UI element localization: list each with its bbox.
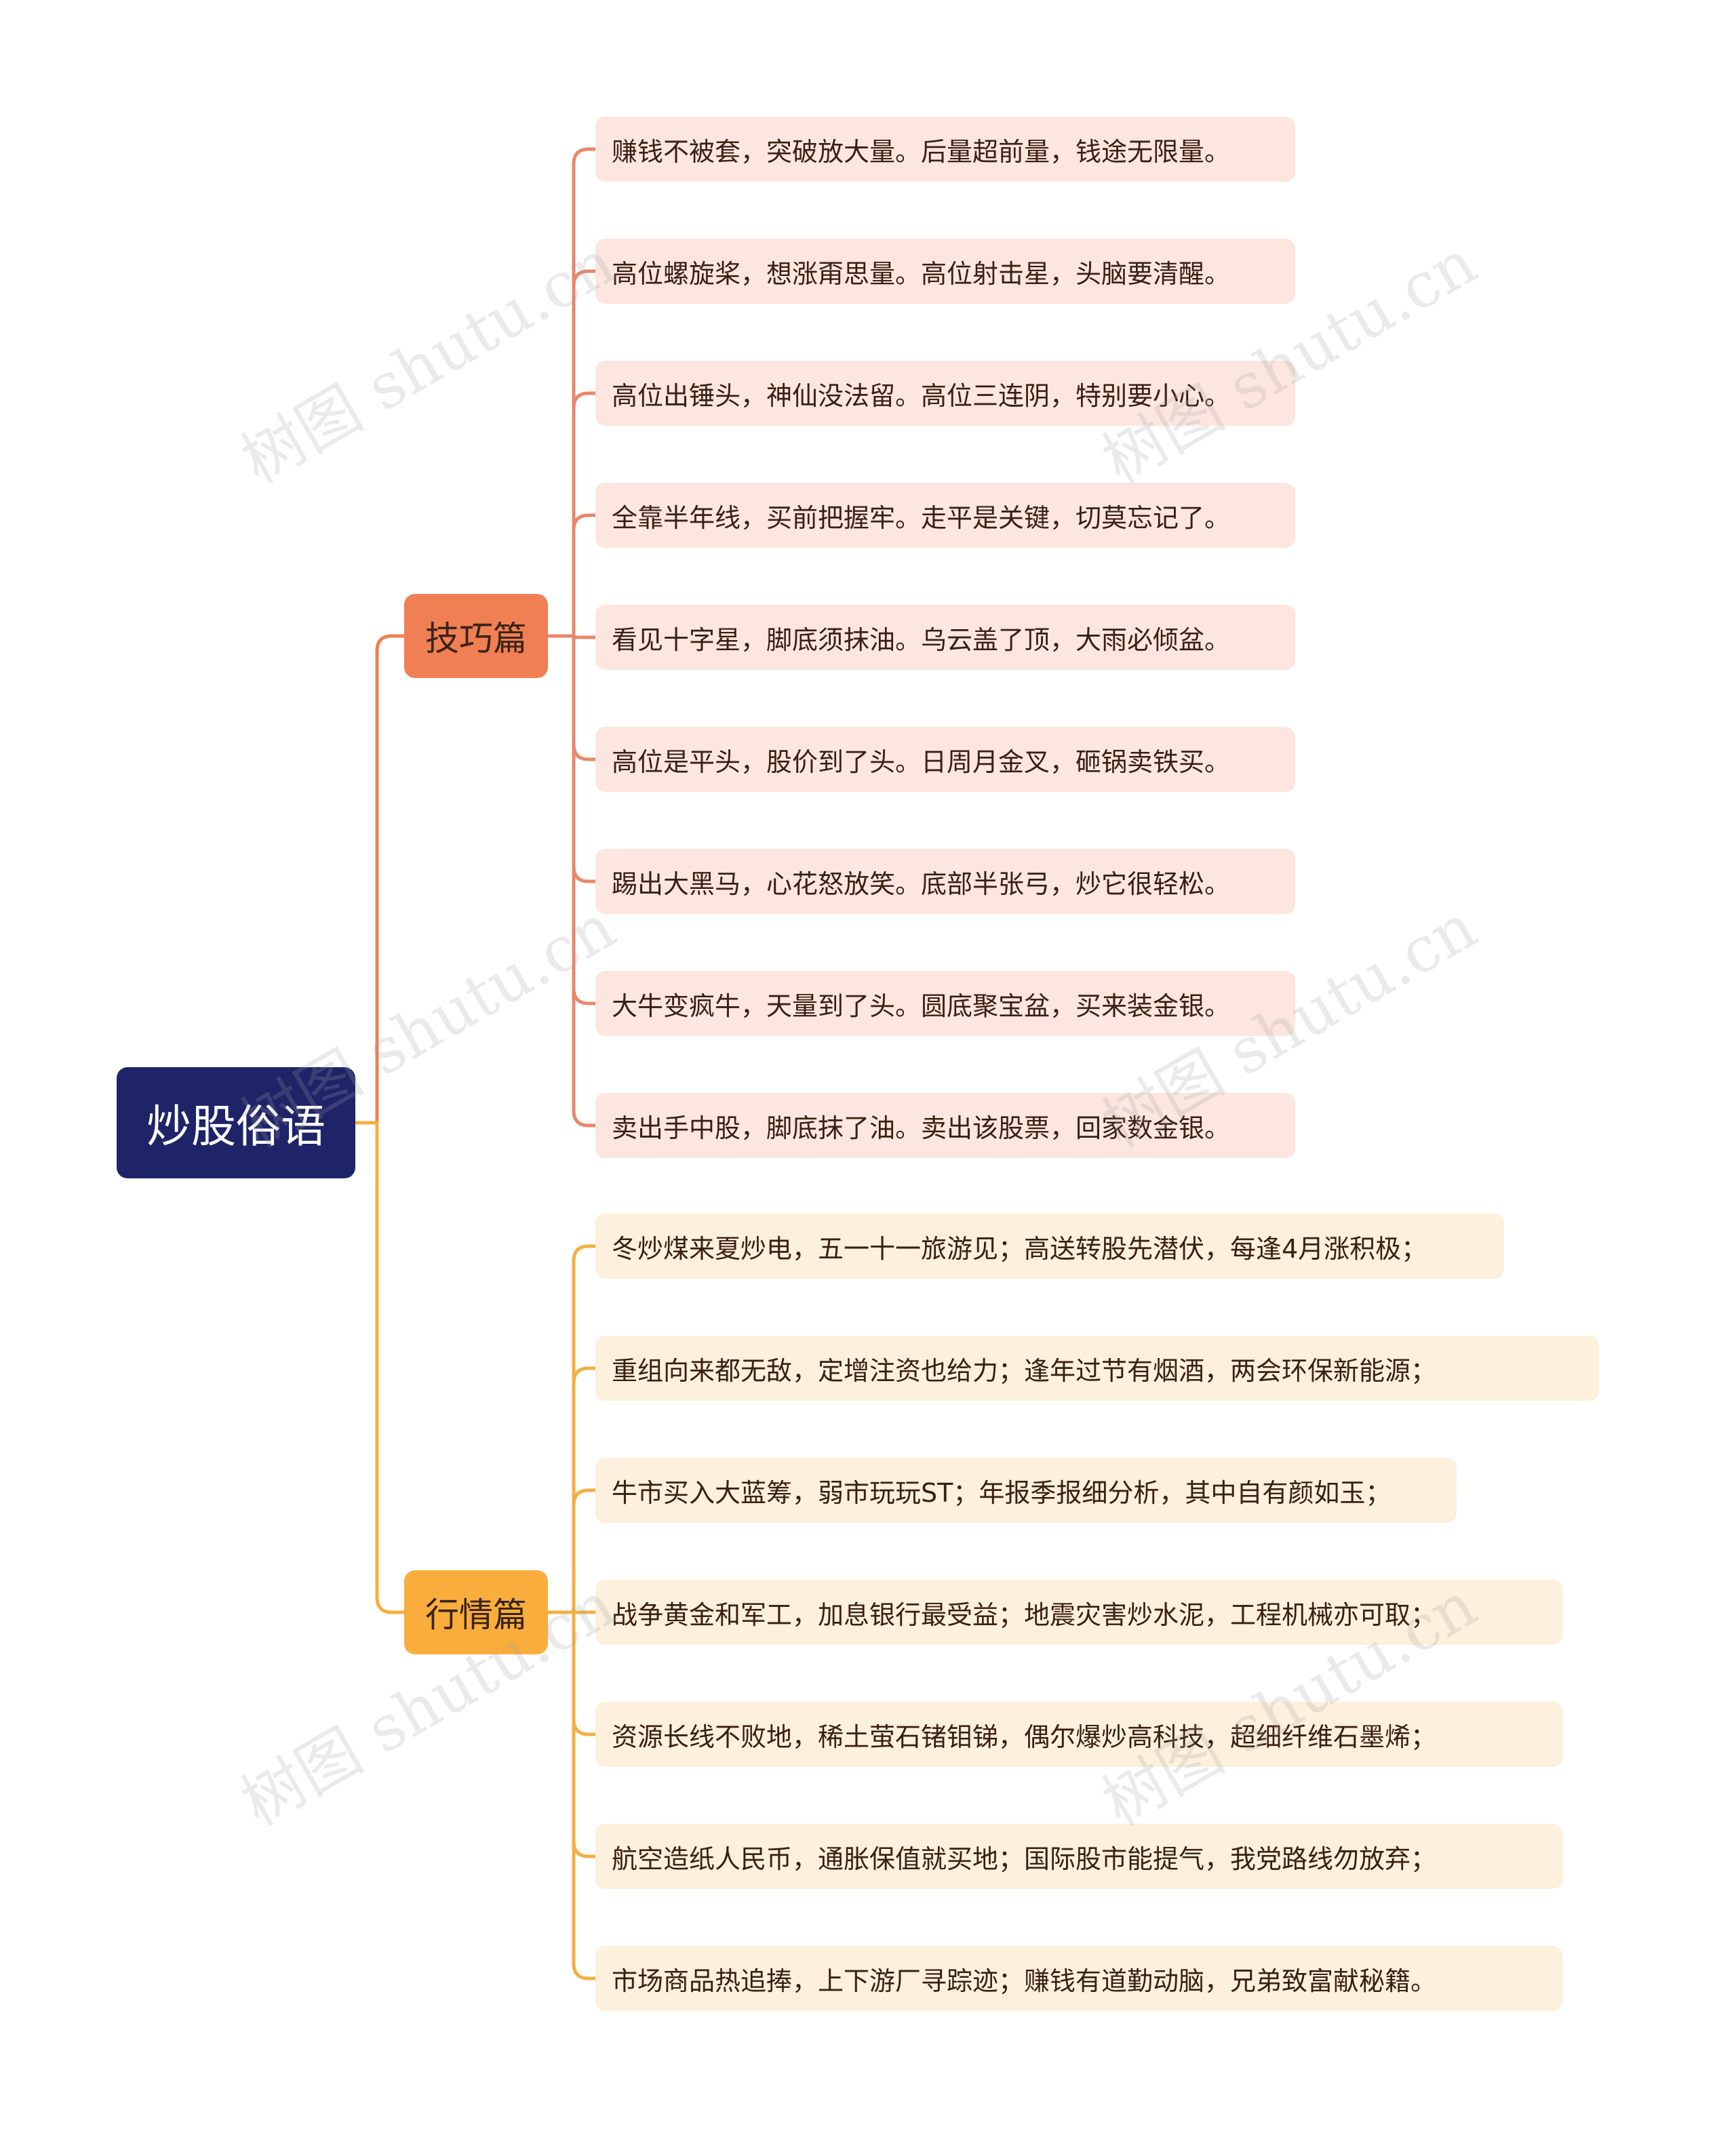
leaf-text: 大牛变疯牛，天量到了头。圆底聚宝盆，买来装金银。 <box>612 991 1231 1021</box>
branch-leaf-connector <box>546 269 597 638</box>
leaf-text: 资源长线不败地，稀土萤石锗钼锑，偶尔爆炒高科技，超细纤维石墨烯； <box>612 1721 1437 1752</box>
branch-leaf-connector <box>546 391 597 638</box>
leaf-text: 踢出大黑马，心花怒放笑。底部半张弓，炒它很轻松。 <box>612 869 1231 899</box>
root-branch-connector <box>353 1121 406 1614</box>
root-branch-connector <box>353 634 406 1125</box>
leaf-node[interactable]: 看见十字星，脚底须抹油。乌云盖了顶，大雨必倾盆。 <box>595 605 1295 670</box>
leaf-text: 卖出手中股，脚底抹了油。卖出该股票，回家数金银。 <box>612 1113 1231 1143</box>
leaf-node[interactable]: 战争黄金和军工，加息银行最受益；地震灾害炒水泥，工程机械亦可取； <box>595 1580 1562 1645</box>
leaf-text: 高位出锤头，神仙没法留。高位三连阴，特别要小心。 <box>612 380 1231 411</box>
branch-leaf-connector <box>546 1610 597 1736</box>
leaf-text: 高位是平头，股价到了头。日周月金叉，砸锅卖铁买。 <box>612 746 1231 777</box>
leaf-node[interactable]: 高位出锤头，神仙没法留。高位三连阴，特别要小心。 <box>595 361 1295 426</box>
leaf-node[interactable]: 市场商品热追捧，上下游厂寻踪迹；赚钱有道勤动脑，兄弟致富献秘籍。 <box>595 1946 1562 2011</box>
leaf-text: 全靠半年线，买前把握牢。走平是关键，切莫忘记了。 <box>612 502 1231 533</box>
leaf-node[interactable]: 大牛变疯牛，天量到了头。圆底聚宝盆，买来装金银。 <box>595 971 1295 1036</box>
leaf-node[interactable]: 冬炒煤来夏炒电，五一十一旅游见；高送转股先潜伏，每逢4月涨积极； <box>595 1214 1504 1279</box>
leaf-text: 赚钱不被套，突破放大量。后量超前量，钱途无限量。 <box>612 136 1231 167</box>
branch-leaf-connector <box>546 634 597 1128</box>
leaf-text: 市场商品热追捧，上下游厂寻踪迹；赚钱有道勤动脑，兄弟致富献秘籍。 <box>612 1966 1437 1996</box>
branch-node-market[interactable]: 行情篇 <box>404 1570 548 1654</box>
leaf-text: 航空造纸人民币，通胀保值就买地；国际股市能提气，我党路线勿放弃； <box>612 1844 1437 1874</box>
leaf-text: 战争黄金和军工，加息银行最受益；地震灾害炒水泥，工程机械亦可取； <box>612 1599 1437 1630</box>
leaf-text: 冬炒煤来夏炒电，五一十一旅游见；高送转股先潜伏，每逢4月涨积极； <box>612 1233 1427 1264</box>
branch-leaf-connector <box>546 1610 597 1980</box>
leaf-node[interactable]: 重组向来都无敌，定增注资也给力；逢年过节有烟酒，两会环保新能源； <box>595 1336 1599 1401</box>
leaf-node[interactable]: 高位是平头，股价到了头。日周月金叉，砸锅卖铁买。 <box>595 727 1295 792</box>
leaf-node[interactable]: 航空造纸人民币，通胀保值就买地；国际股市能提气，我党路线勿放弃； <box>595 1824 1562 1889</box>
branch-leaf-connector <box>546 634 597 761</box>
branch-label: 技巧篇 <box>425 619 527 658</box>
branch-leaf-connector <box>546 1366 597 1614</box>
branch-leaf-connector <box>546 1244 597 1614</box>
leaf-node[interactable]: 赚钱不被套，突破放大量。后量超前量，钱途无限量。 <box>595 117 1295 182</box>
leaf-node[interactable]: 资源长线不败地，稀土萤石锗钼锑，偶尔爆炒高科技，超细纤维石墨烯； <box>595 1702 1562 1767</box>
leaf-node[interactable]: 高位螺旋桨，想涨甭思量。高位射击星，头脑要清醒。 <box>595 239 1295 304</box>
leaf-text: 重组向来都无敌，定增注资也给力；逢年过节有烟酒，两会环保新能源； <box>612 1355 1437 1386</box>
branch-leaf-connector <box>546 1488 597 1614</box>
leaf-text: 高位螺旋桨，想涨甭思量。高位射击星，头脑要清醒。 <box>612 258 1231 289</box>
root-node[interactable]: 炒股俗语 <box>117 1067 355 1178</box>
leaf-node[interactable]: 卖出手中股，脚底抹了油。卖出该股票，回家数金银。 <box>595 1093 1295 1158</box>
leaf-text: 牛市买入大蓝筹，弱市玩玩ST；年报季报细分析，其中自有颜如玉； <box>612 1477 1392 1508</box>
branch-leaf-connector <box>546 634 597 1005</box>
branch-leaf-connector <box>546 147 597 638</box>
branch-label: 行情篇 <box>425 1595 527 1635</box>
leaf-node[interactable]: 全靠半年线，买前把握牢。走平是关键，切莫忘记了。 <box>595 483 1295 548</box>
leaf-node[interactable]: 踢出大黑马，心花怒放笑。底部半张弓，炒它很轻松。 <box>595 849 1295 914</box>
leaf-text: 看见十字星，脚底须抹油。乌云盖了顶，大雨必倾盆。 <box>612 624 1231 655</box>
root-label: 炒股俗语 <box>146 1100 326 1153</box>
branch-leaf-connector <box>546 513 597 638</box>
branch-node-techniques[interactable]: 技巧篇 <box>404 594 548 678</box>
leaf-node[interactable]: 牛市买入大蓝筹，弱市玩玩ST；年报季报细分析，其中自有颜如玉； <box>595 1458 1457 1523</box>
